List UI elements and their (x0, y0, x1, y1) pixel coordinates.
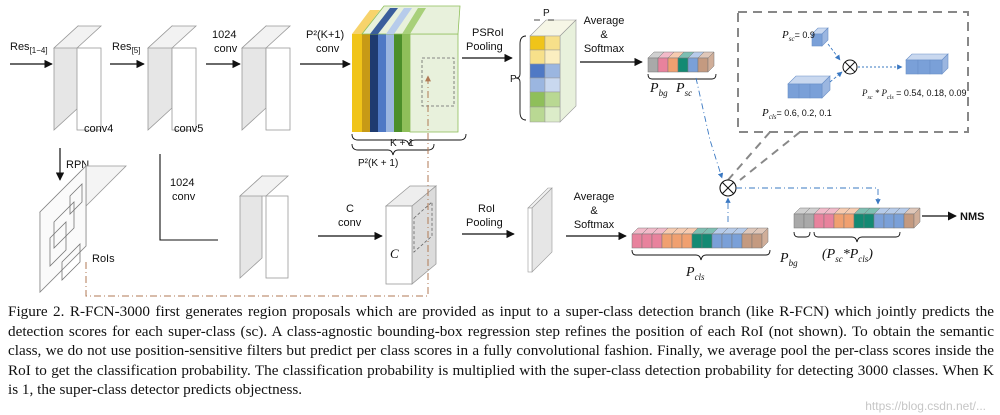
position-sensitive-score-maps (352, 5, 461, 133)
watermark: https://blog.csdn.net/... (865, 399, 986, 413)
vector-cell (641, 233, 653, 249)
inset-result-label: Psc * Pcls = 0.54, 0.18, 0.09 (861, 88, 966, 101)
vector-cell (731, 233, 743, 249)
conv4-feature-block (52, 25, 103, 131)
inset-multiply-icon (842, 59, 858, 75)
vector-cell (833, 213, 845, 229)
vector-cell (883, 213, 895, 229)
psc-to-multiply-arrow (695, 77, 724, 179)
inset-result-cubes (905, 53, 949, 75)
vector-cell (903, 213, 915, 229)
vector-cell-side (707, 51, 715, 73)
inset-pcls-cubes (787, 75, 831, 99)
vector-cell (893, 213, 905, 229)
vector-cell (711, 233, 723, 249)
p-top-label: P (543, 8, 550, 19)
p-sc-label: Psc (675, 81, 692, 98)
vector-cell (741, 233, 753, 249)
vector-cell (681, 233, 693, 249)
inset-box (737, 11, 969, 133)
axis-lines (159, 154, 218, 241)
class-score-block (384, 185, 438, 285)
vector-cell (843, 213, 855, 229)
rois-feedback-path (85, 75, 431, 297)
vector-cell (721, 233, 733, 249)
vector-cell (687, 57, 699, 73)
class-score-vector (631, 227, 769, 249)
vector-cell (697, 57, 709, 73)
vector-cell (813, 213, 825, 229)
conv5-feature-block (146, 25, 198, 131)
k-plus-1-label: K + 1 (390, 138, 414, 149)
vector-cell (647, 57, 659, 73)
vector-cell (803, 213, 815, 229)
conv1024-bottom-block (238, 175, 290, 279)
vector-cell (873, 213, 885, 229)
vector-cell (701, 233, 713, 249)
inset-psc-label: Psc= 0.9 (781, 29, 815, 43)
vector-cell (631, 233, 643, 249)
vector-cell-side (761, 227, 769, 249)
vector-cell (751, 233, 763, 249)
rois-image (39, 165, 127, 293)
vector-cell (651, 233, 663, 249)
p-cls-label: Pcls (685, 265, 705, 282)
vector-cell (823, 213, 835, 229)
vector-cell (661, 233, 673, 249)
psroi-pooled-grid (529, 19, 577, 123)
conv5-label: conv5 (174, 123, 203, 135)
res5-label: Res[5] (112, 41, 140, 55)
p2k1-conv-label: P²(K+1)conv (306, 29, 344, 55)
conv4-label: conv4 (84, 123, 113, 135)
p2k1-bottom-label: P²(K + 1) (358, 158, 398, 169)
vector-cell (671, 233, 683, 249)
nms-label: NMS (960, 211, 984, 223)
multiply-icon (719, 179, 737, 197)
p-bg-label: Pbg (649, 81, 668, 98)
vector-cell (657, 57, 669, 73)
inset-psc-cube (811, 27, 829, 47)
vector-cell (853, 213, 865, 229)
psc-pcls-label: (Psc*Pcls) (822, 247, 873, 264)
roi-pooled-sheet (527, 187, 553, 273)
vector-cell (677, 57, 689, 73)
c-italic-label: C (390, 246, 399, 261)
final-score-vector (793, 207, 921, 229)
avg-softmax-bottom-label: Average&Softmax (574, 191, 615, 231)
vector-cell (667, 57, 679, 73)
p-left-label: P (510, 74, 517, 85)
vector-cell (863, 213, 875, 229)
vector-cell-side (913, 207, 921, 229)
inset-pcls-label: Pcls= 0.6, 0.2, 0.1 (761, 107, 832, 121)
p-bg2-label: Pbg (779, 251, 798, 268)
figure-caption: Figure 2. R-FCN-3000 first generates reg… (8, 303, 994, 399)
res14-label: Res[1−4] (10, 41, 48, 55)
avg-softmax-top-label: Average&Softmax (584, 15, 625, 55)
vector-cell (793, 213, 805, 229)
multiply-to-final-arrow (736, 187, 881, 205)
vector-cell (691, 233, 703, 249)
conv1024-top-block (240, 25, 292, 131)
rois-label: RoIs (92, 253, 115, 265)
superclass-score-vector (647, 51, 715, 73)
